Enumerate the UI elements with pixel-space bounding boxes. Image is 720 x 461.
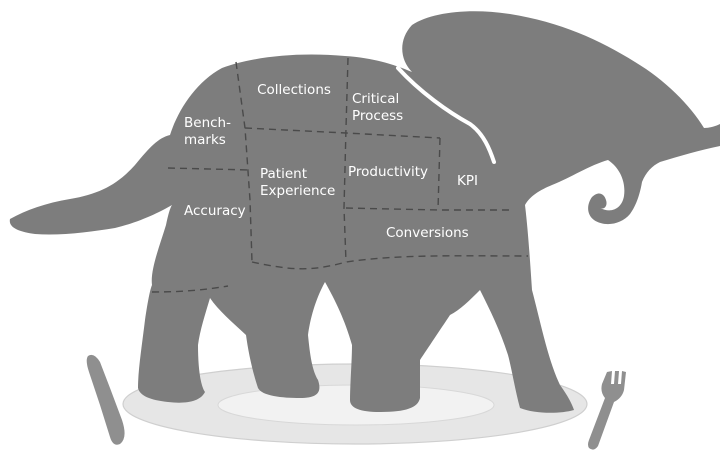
cut-line — [151, 285, 229, 293]
region-critical-process-line1: Critical — [352, 91, 400, 107]
region-patient-experience-line2: Experience — [260, 183, 336, 199]
region-kpi-label: KPI — [457, 173, 478, 189]
ear-outline — [396, 66, 496, 164]
region-critical-process-line2: Process — [352, 108, 404, 124]
region-conversions-label: Conversions — [386, 225, 469, 241]
region-collections: Collections — [250, 82, 338, 99]
region-patient-experience-line1: Patient — [260, 166, 308, 182]
cut-line — [343, 57, 349, 263]
fork-icon — [588, 371, 626, 450]
region-accuracy-label: Accuracy — [184, 203, 246, 219]
region-collections-label: Collections — [257, 82, 331, 98]
cut-line — [251, 255, 529, 270]
region-patient-experience: Patient Experience — [260, 166, 335, 200]
region-conversions: Conversions — [386, 225, 469, 242]
elephant-body — [9, 11, 720, 413]
region-benchmarks-line1: Bench- — [184, 115, 231, 131]
region-productivity-label: Productivity — [348, 164, 429, 180]
cut-line — [244, 127, 441, 139]
region-critical-process: Critical Process — [352, 91, 403, 125]
knife-icon — [86, 354, 125, 445]
cut-line — [235, 61, 253, 263]
region-accuracy: Accuracy — [184, 203, 246, 220]
cut-lines — [151, 57, 529, 293]
cut-line — [167, 167, 251, 171]
region-productivity: Productivity — [348, 164, 428, 181]
region-benchmarks-line2: marks — [184, 132, 226, 148]
region-benchmarks: Bench- marks — [184, 115, 231, 149]
cut-line — [437, 137, 441, 211]
cut-line — [345, 207, 512, 211]
region-kpi: KPI — [457, 173, 478, 190]
